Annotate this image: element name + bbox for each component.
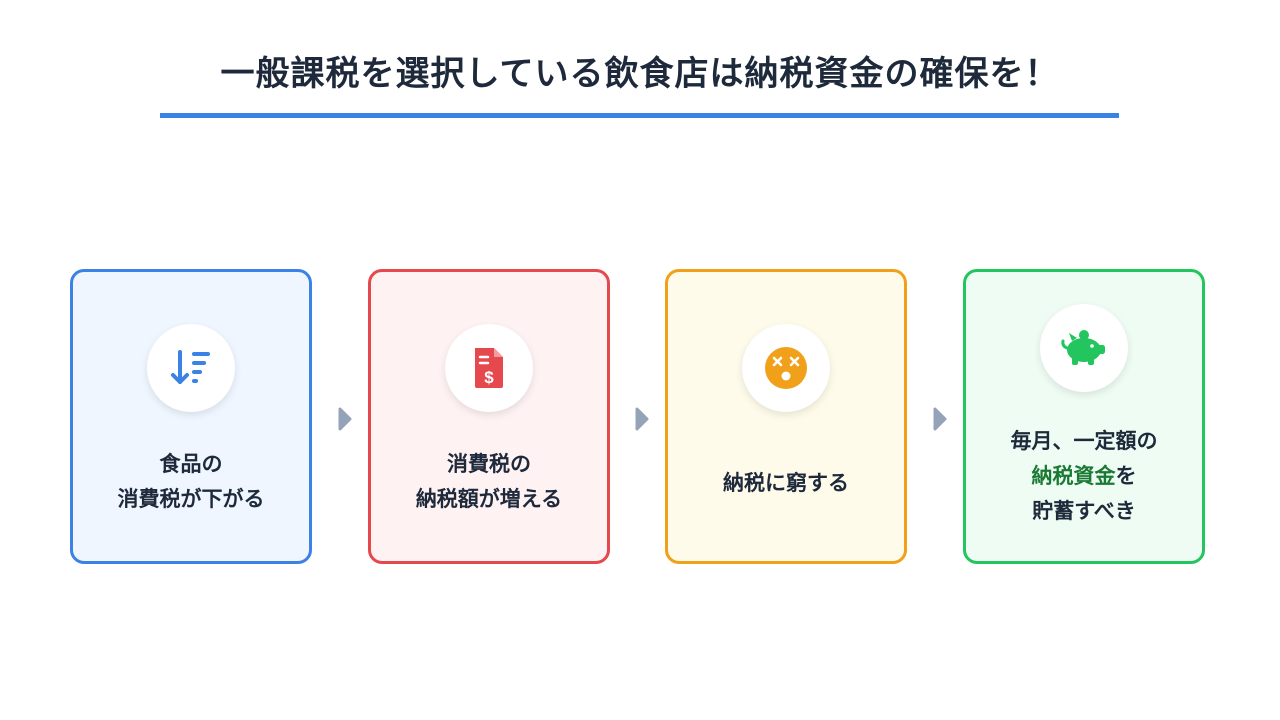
step-label-line: 消費税が下がる	[117, 487, 265, 511]
step-card-2: $ 消費税の 納税額が増える	[368, 269, 610, 564]
step-label: 消費税の 納税額が増える	[371, 447, 607, 517]
chevron-right-icon	[338, 407, 352, 431]
step-label-line: 食品の	[159, 452, 223, 476]
icon-circle	[742, 324, 830, 412]
icon-circle: $	[445, 324, 533, 412]
highlight-text: 納税資金	[1031, 464, 1116, 488]
step-label: 毎月、一定額の 納税資金を 貯蓄すべき	[966, 424, 1202, 529]
step-label-line: 納税資金を	[966, 459, 1202, 494]
step-label: 食品の 消費税が下がる	[73, 447, 309, 517]
step-card-3: 納税に窮する	[665, 269, 907, 564]
step-label-line: 毎月、一定額の	[1010, 429, 1158, 453]
dizzy-face-icon	[765, 347, 807, 389]
invoice-dollar-icon: $	[475, 348, 503, 388]
icon-circle	[1040, 304, 1128, 392]
piggy-bank-icon	[1061, 330, 1105, 365]
step-label: 納税に窮する	[668, 466, 904, 501]
chevron-right-icon	[933, 407, 947, 431]
sort-down-icon	[171, 350, 210, 384]
icon-circle	[147, 324, 235, 412]
svg-text:$: $	[484, 368, 494, 387]
step-label-line: 消費税の	[447, 452, 531, 476]
page-title: 一般課税を選択している飲食店は納税資金の確保を！	[220, 54, 1060, 94]
step-label-text: を	[1115, 464, 1137, 488]
step-card-4: 毎月、一定額の 納税資金を 貯蓄すべき	[963, 269, 1205, 564]
title-underline	[160, 113, 1119, 118]
step-label-line: 納税額が増える	[415, 487, 563, 511]
chevron-right-icon	[635, 407, 649, 431]
step-label-line: 納税に窮する	[723, 471, 849, 495]
step-label-line: 貯蓄すべき	[1032, 499, 1136, 523]
step-card-1: 食品の 消費税が下がる	[70, 269, 312, 564]
